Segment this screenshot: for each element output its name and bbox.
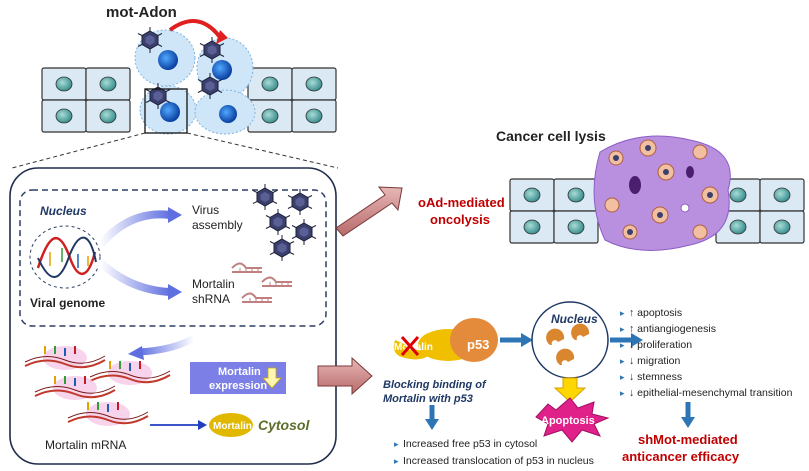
arrow-to-nucleus-head [521, 333, 533, 347]
cancer-cell-lysis-label: Cancer cell lysis [496, 128, 606, 144]
svg-text:▸: ▸ [620, 308, 625, 318]
p53-effect-item: Increased translocation of p53 in nucleu… [403, 455, 594, 467]
efficacy-label: shMot-mediated anticancer efficacy [622, 432, 741, 464]
cytosol-label: Cytosol [258, 417, 310, 433]
blocking-label: Blocking binding of Mortalin with p53 [383, 379, 489, 405]
virus-assembly-label: Virus assembly [192, 203, 243, 232]
arrow-to-cytosol [138, 334, 196, 356]
svg-text:▸: ▸ [620, 388, 625, 398]
genome-circle [29, 225, 101, 289]
infected-cell-cluster [134, 19, 256, 135]
arrow-to-cytosol-head [128, 346, 144, 360]
apoptosis-burst [535, 397, 610, 443]
yellow-down-arrow [553, 377, 587, 403]
mortalin-mrna-label: Mortalin mRNA [45, 438, 126, 452]
p53-effects-list: ▸ Increased free p53 in cytosol ▸ Increa… [394, 438, 594, 467]
apoptosis-label: Apoptosis [541, 415, 595, 427]
nucleus-region [19, 189, 327, 327]
effect-item: ↑ apoptosis [629, 307, 682, 319]
block-x-icon [400, 336, 420, 356]
arrow-to-protein-head [198, 420, 207, 430]
effect-item: ↓ stemness [629, 371, 682, 383]
svg-text:▸: ▸ [620, 340, 625, 350]
p53-molecules [546, 323, 590, 365]
effect-item: ↓ proliferation [629, 339, 692, 351]
mortalin-shrna-label: Mortalin shRNA [192, 277, 238, 306]
viral-genome-label: Viral genome [30, 296, 105, 310]
nucleus-label: Nucleus [40, 204, 87, 218]
zoom-line-right [186, 132, 339, 169]
p53-effect-item: Increased free p53 in cytosol [403, 438, 537, 450]
decrease-arrow-icon [262, 367, 282, 389]
arrow-to-efficacy-head [681, 417, 695, 428]
viral-genome-helix [36, 236, 97, 278]
arrow-to-shrna [97, 259, 171, 296]
effect-item: ↓ epithelial-mesenchymal transition [629, 387, 793, 399]
mortalin-expression-label: Mortalin expression [209, 366, 267, 392]
complex-mortalin-label: Mortalin [394, 342, 433, 353]
arrow-to-assembly-head [168, 207, 182, 223]
arrow-to-p53-effects-head [425, 419, 439, 430]
svg-text:▸: ▸ [620, 356, 625, 366]
anticancer-effects-list: ▸ ↑ apoptosis ▸ ↑ antiangiogenesis ▸ ↓ p… [620, 307, 793, 399]
nucleus-circle-label: Nucleus [551, 312, 598, 326]
zoom-box [144, 88, 188, 134]
svg-text:▸: ▸ [620, 372, 625, 382]
lysed-cells [593, 135, 731, 251]
oncolysis-label: oAd-mediated oncolysis [418, 195, 508, 227]
arrow-to-effects-head [631, 333, 643, 347]
svg-text:▸: ▸ [394, 439, 399, 449]
arrow-to-shrna-head [168, 284, 182, 300]
mortalin-protein-blob [209, 413, 253, 437]
effect-item: ↑ antiangiogenesis [629, 323, 716, 335]
mortalin-protein-label: Mortalin [213, 421, 252, 432]
complex-p53-label: p53 [467, 337, 489, 352]
svg-text:▸: ▸ [394, 456, 399, 466]
arrow-to-assembly [96, 210, 171, 248]
title-mot-adon: mot-Adon [106, 4, 177, 21]
svg-text:▸: ▸ [620, 324, 625, 334]
block-arrow-mortalin [317, 356, 373, 396]
block-arrow-oncolysis [335, 186, 403, 237]
zoom-line-left [11, 132, 146, 169]
effect-item: ↓ migration [629, 355, 681, 367]
